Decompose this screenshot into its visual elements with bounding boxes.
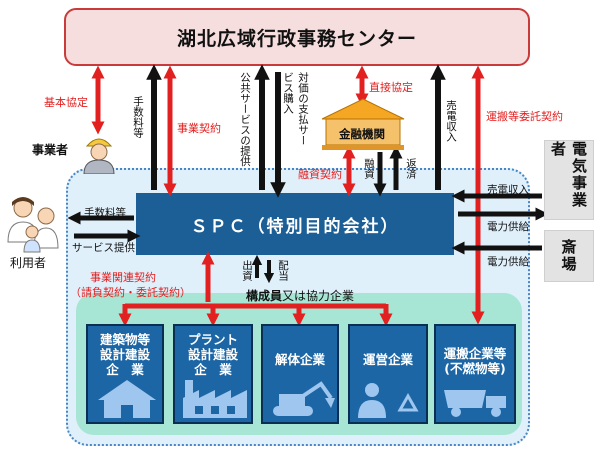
enterprise-demolition-label: 解体企業 xyxy=(274,352,325,367)
recycle-person-icon xyxy=(358,383,419,418)
crematorium-label: 斎場 xyxy=(559,239,578,273)
enterprise-transport-label: 運搬企業等 (不燃物等) xyxy=(443,346,507,376)
label-basic-agreement: 基本協定 xyxy=(44,96,88,109)
label-business-contract: 事業契約 xyxy=(177,122,221,135)
label-sell-power: 売電収入 xyxy=(487,184,529,196)
users-label: 利用者 xyxy=(10,256,47,270)
enterprise-building: 建築物等 設計建設 企 業 xyxy=(86,324,164,424)
house-icon xyxy=(98,380,156,418)
label-transport-contract: 運搬等委託契約 xyxy=(486,110,563,123)
enterprise-plant: プラント 設計建設 企 業 xyxy=(173,324,253,424)
members-title-bold: 構成員 xyxy=(246,289,283,303)
label-direct-agreement: 直接協定 xyxy=(369,81,413,94)
enterprise-plant-label: プラント 設計建設 企 業 xyxy=(187,332,238,377)
members-title-rest: 又は協力企業 xyxy=(282,289,355,303)
members-title: 構成員又は協力企業 xyxy=(246,287,354,304)
enterprise-transport: 運搬企業等 (不燃物等) xyxy=(434,324,516,424)
enterprise-demolition: 解体企業 xyxy=(261,324,339,424)
label-repay: 返済 xyxy=(405,158,417,179)
label-payment: 対価の支払サービス購入 xyxy=(282,72,309,146)
dump-truck-icon xyxy=(444,390,506,417)
top-box: 湖北広域行政事務センター xyxy=(64,8,530,66)
enterprise-operation-label: 運営企業 xyxy=(362,352,413,367)
label-business-contracts: 事業関連契約 xyxy=(90,271,156,284)
label-dividend: 配当 xyxy=(277,260,289,281)
factory-icon xyxy=(183,380,247,418)
power-company-label: 電気事業者 xyxy=(549,141,588,209)
label-service-provision: サービス提供 xyxy=(72,242,135,254)
operator-icon xyxy=(83,138,115,174)
label-loan: 融資 xyxy=(363,158,375,179)
label-public-service: 公共サービスの提供 xyxy=(239,72,251,167)
label-power-revenue: 売電収入 xyxy=(445,100,457,142)
bank-icon xyxy=(321,98,405,150)
enterprise-building-label: 建築物等 設計建設 企 業 xyxy=(99,332,150,377)
operator-label: 事業者 xyxy=(32,143,69,157)
crematorium-box: 斎場 xyxy=(544,230,594,282)
label-contract-types: （請負契約・委託契約） xyxy=(70,286,191,299)
enterprise-operation: 運営企業 xyxy=(348,324,428,424)
label-fee: 手数料等 xyxy=(132,96,144,138)
label-power-supply-2: 電力供給 xyxy=(487,256,529,268)
label-users-fee: 手数料等 xyxy=(84,207,126,219)
label-invest: 出資 xyxy=(241,260,253,281)
label-loan-contract: 融資契約 xyxy=(298,168,342,181)
users-icon xyxy=(7,197,59,253)
label-power-supply-1: 電力供給 xyxy=(487,221,529,233)
power-company-box: 電気事業者 xyxy=(544,140,594,220)
bank-label: 金融機関 xyxy=(339,127,385,141)
spc-box: ＳＰＣ（特別目的会社） xyxy=(136,193,454,255)
excavator-icon xyxy=(273,381,335,416)
